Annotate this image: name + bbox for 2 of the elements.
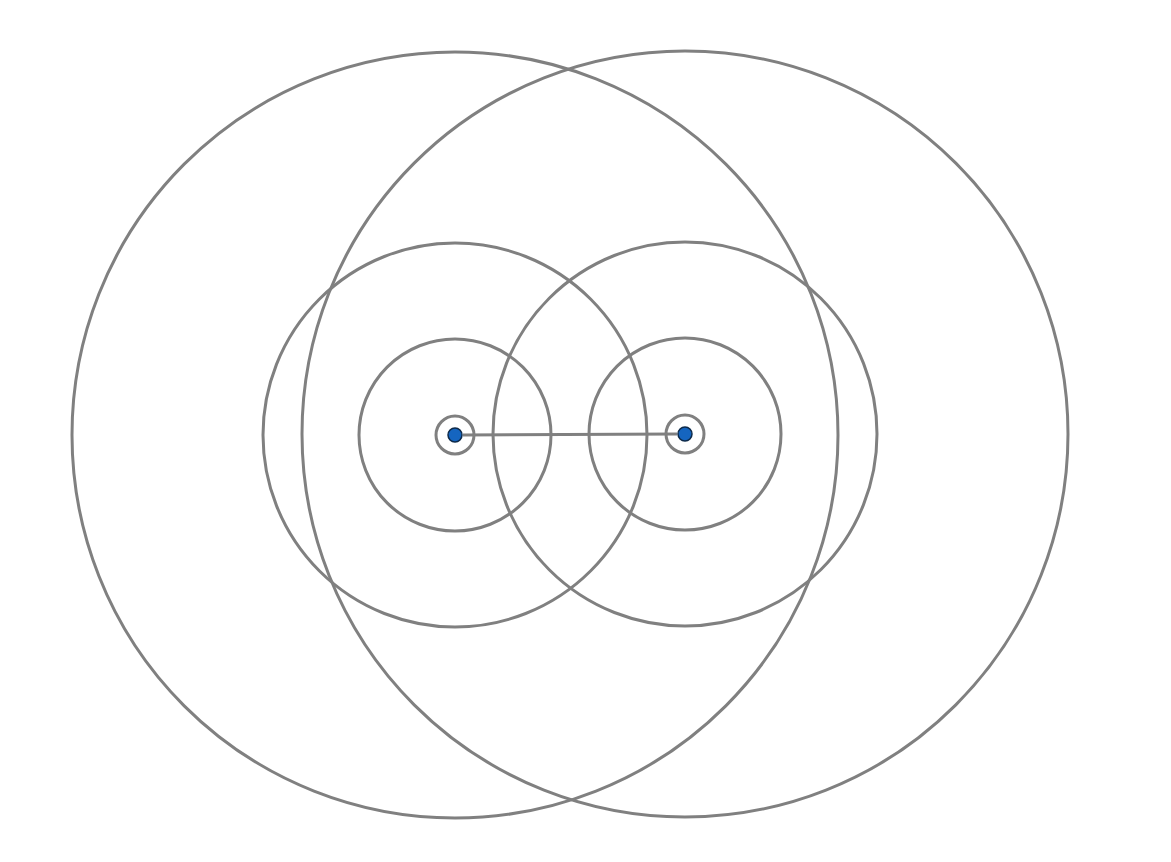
point-dot [447, 427, 463, 443]
point-dot [677, 426, 693, 442]
